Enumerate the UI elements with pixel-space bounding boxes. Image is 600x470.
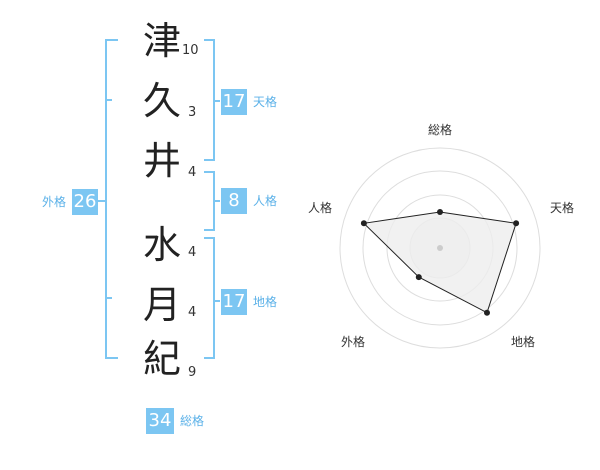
soukaku-label: 総格 xyxy=(180,414,205,428)
radar-ring xyxy=(339,147,541,349)
stroke-count-5: 4 xyxy=(188,305,197,320)
stroke-count-3: 4 xyxy=(188,165,197,180)
tenkaku-label: 天格 xyxy=(253,95,278,109)
radar-axis-label-soukaku: 総格 xyxy=(428,123,453,137)
radar-point xyxy=(415,274,422,281)
tenkaku-badge: 17 xyxy=(221,89,247,115)
chikaku-label: 地格 xyxy=(253,295,278,309)
radar-point xyxy=(513,220,520,227)
chikaku-badge: 17 xyxy=(221,289,247,315)
soukaku-badge: 34 xyxy=(146,408,174,434)
stroke-count-1: 10 xyxy=(182,43,199,58)
name-char-2: 久 xyxy=(142,79,181,123)
radar-polygon xyxy=(362,211,517,314)
radar-point xyxy=(484,309,490,316)
gaikaku-badge: 26 xyxy=(72,189,98,215)
gaikaku-label: 外格 xyxy=(42,195,67,209)
radar-center xyxy=(437,245,443,251)
stroke-count-6: 9 xyxy=(188,365,197,380)
jinkaku-badge: 8 xyxy=(221,188,247,214)
radar-axis-label-chikaku: 地格 xyxy=(511,335,536,349)
stroke-count-4: 4 xyxy=(188,245,197,260)
radar-ring xyxy=(362,170,518,326)
radar-axis-label-tenkaku: 天格 xyxy=(550,201,575,215)
stroke-count-2: 3 xyxy=(188,105,197,120)
radar-point xyxy=(360,220,367,227)
name-char-1: 津 xyxy=(142,19,181,63)
radar-axis-label-jinkaku: 人格 xyxy=(308,201,333,215)
radar-axis-label-gaikaku: 外格 xyxy=(341,335,366,349)
jinkaku-label: 人格 xyxy=(253,194,278,208)
name-char-6: 紀 xyxy=(142,337,181,381)
name-char-4: 水 xyxy=(142,223,181,267)
radar-point xyxy=(437,209,443,215)
name-char-5: 月 xyxy=(142,283,181,327)
radar-chart xyxy=(339,147,541,349)
name-char-3: 井 xyxy=(142,139,181,183)
